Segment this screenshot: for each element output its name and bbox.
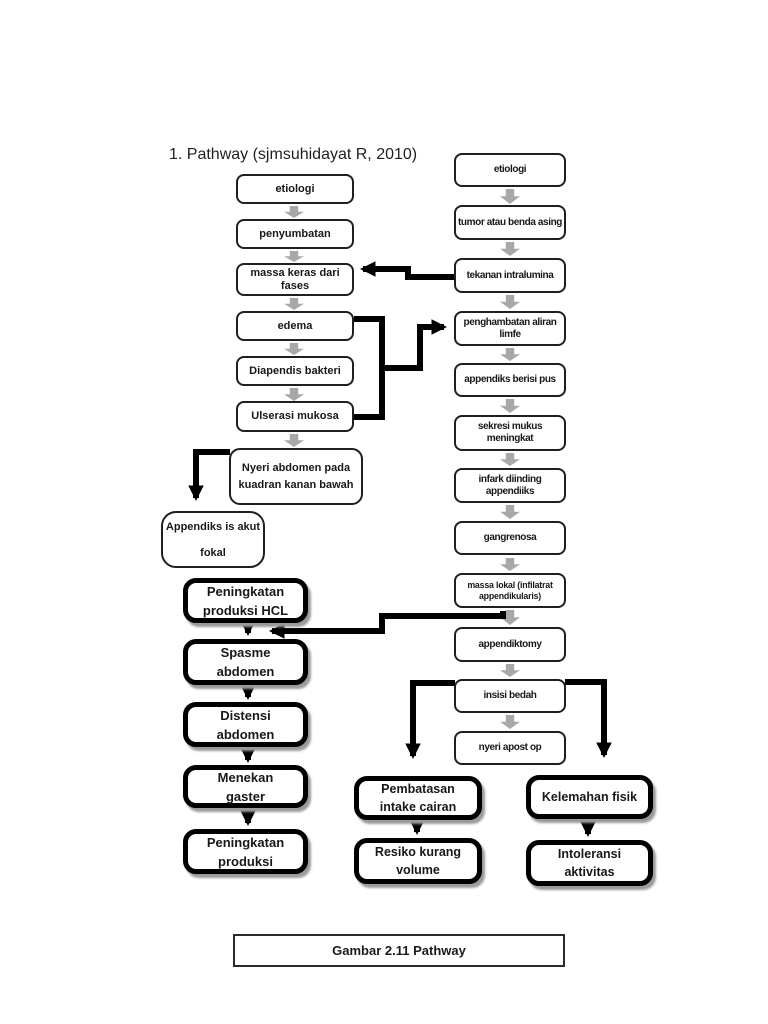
bracket-edema-ulserasi [354, 316, 385, 420]
gray-flow-arrow-icon [500, 715, 520, 729]
node-nyeri-abdomen: Nyeri abdomen pada kuadran kanan bawah [229, 448, 363, 505]
node-tekanan-intralumina: tekanan intralumina [454, 258, 566, 293]
arrow-to-penghambatan-limfe [382, 319, 448, 371]
node-insisi-bedah: insisi bedah [454, 679, 566, 713]
node-gangrenosa: gangrenosa [454, 521, 566, 555]
node-ulserasi-mukosa: Ulserasi mukosa [236, 401, 354, 432]
arrow-insisi-to-pembatasan [405, 680, 455, 760]
gray-flow-arrow-icon [500, 295, 520, 309]
node-diapendis-bakteri: Diapendis bakteri [236, 356, 354, 386]
node-intoleransi-aktivitas: Intoleransi aktivitas [526, 840, 653, 886]
gray-flow-arrow-icon [500, 558, 520, 571]
gray-flow-arrow-icon [284, 206, 304, 218]
node-penyumbatan: penyumbatan [236, 219, 354, 249]
gray-flow-arrow-icon [284, 343, 304, 355]
gray-flow-arrow-icon [500, 664, 520, 677]
node-pembatasan-intake-cairan: Pembatasan intake cairan [354, 776, 482, 820]
node-infark-dinding-appendiks: infark diinding appendiiks [454, 468, 566, 503]
node-etiologi-right: etiologi [454, 153, 566, 187]
gray-flow-arrow-icon [500, 453, 520, 466]
gray-flow-arrow-icon [284, 298, 304, 310]
gray-flow-arrow-icon [500, 348, 520, 361]
node-massa-keras-dari-fases: massa keras dari fases [236, 263, 354, 296]
gray-flow-arrow-icon [284, 251, 304, 262]
gray-flow-arrow-icon [500, 189, 520, 204]
node-penghambatan-aliran-limfe: penghambatan aliran limfe [454, 311, 566, 346]
gray-flow-arrow-icon [284, 388, 304, 401]
node-appendiks-berisi-pus: appendiks berisi pus [454, 363, 566, 397]
arrow-tekanan-to-massa-keras [359, 261, 454, 280]
node-edema: edema [236, 311, 354, 341]
node-kelemahan-fisik: Kelemahan fisik [526, 775, 653, 819]
node-appendiks-akut-fokal: Appendiks is akut fokal [161, 511, 265, 568]
gray-flow-arrow-icon [500, 505, 520, 519]
gray-flow-arrow-icon [284, 434, 304, 447]
gray-flow-arrow-icon [500, 610, 520, 625]
node-tumor-benda-asing: tumor atau benda asing [454, 205, 566, 240]
gray-flow-arrow-icon [500, 399, 520, 413]
node-peningkatan-produksi: Peningkatan produksi [183, 829, 308, 874]
arrow-insisi-to-kelemahan [565, 679, 612, 759]
node-appendiktomy: appendiktomy [454, 627, 566, 662]
arrow-nyeri-to-appendiks-akut [188, 449, 230, 502]
node-menekan-gaster: Menekan gaster [183, 765, 308, 808]
node-spasme-abdomen: Spasme abdomen [183, 639, 308, 685]
page-title: 1. Pathway (sjmsuhidayat R, 2010) [169, 146, 418, 163]
node-massa-lokal: massa lokal (infilatrat appendikularis) [454, 573, 566, 608]
node-sekresi-mukus-meningkat: sekresi mukus meningkat [454, 415, 566, 451]
node-etiologi-left: etiologi [236, 174, 354, 204]
node-nyeri-apost-op: nyeri apost op [454, 731, 566, 765]
figure-caption: Gambar 2.11 Pathway [233, 934, 565, 967]
gray-flow-arrow-icon [500, 242, 520, 256]
node-resiko-kurang-volume: Resiko kurang volume [354, 838, 482, 884]
node-peningkatan-produksi-hcl: Peningkatan produksi HCL [183, 578, 308, 623]
node-distensi-abdomen: Distensi abdomen [183, 702, 308, 747]
